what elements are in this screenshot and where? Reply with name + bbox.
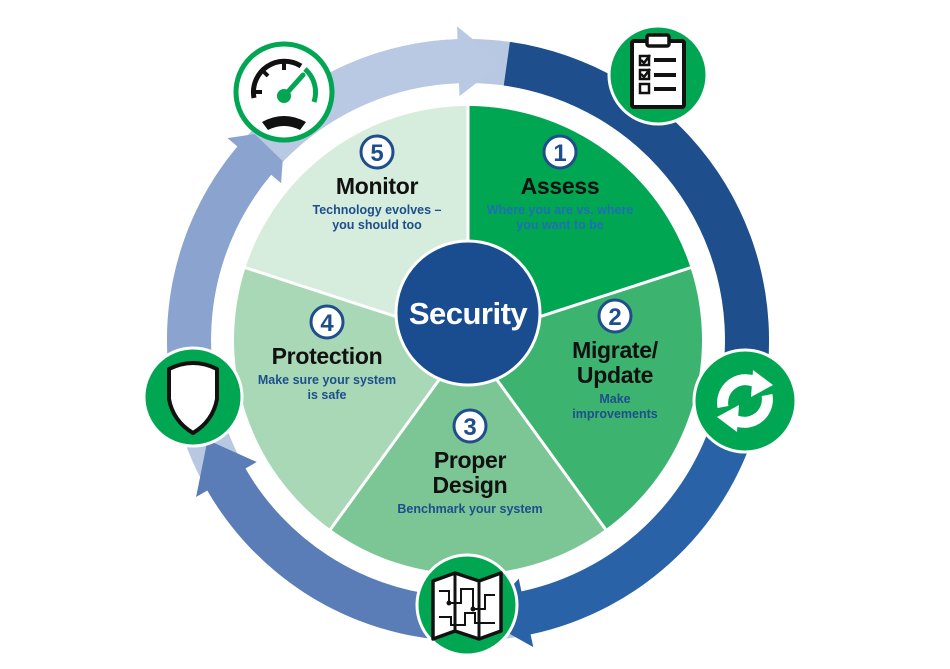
center-label: Security [409,296,529,331]
step-subtitle: you should too [332,218,422,232]
refresh-cycle-icon [717,370,773,432]
step-subtitle: Technology evolves – [313,203,442,217]
folded-map-icon [431,571,503,641]
step-number-badge [452,408,488,444]
step-number-badge [597,298,633,334]
step-title: Monitor [336,173,419,199]
ring-arrow-design [196,439,442,640]
step-subtitle: you want to be [516,218,604,232]
step-title: Protection [272,343,383,369]
step-title: Assess [521,173,600,199]
step-title: Design [433,472,508,498]
step-subtitle: is safe [308,388,347,402]
step-number-badge [309,304,345,340]
step-subtitle: Make [599,392,630,406]
step-number: 5 [370,140,383,167]
step-subtitle: Where you are vs. where [487,203,634,217]
wedge-step-3 [330,340,606,575]
icon-badge-map [415,553,519,657]
shield-icon [167,361,219,435]
step-number: 3 [463,414,476,441]
step-number-badge [359,134,395,170]
step-number: 2 [608,304,621,331]
step-title: Update [577,362,653,388]
ring-arrow-migrate [482,402,761,648]
icon-badge-clipboard [607,24,709,126]
clipboard-checklist-icon [630,33,686,109]
step-title: Proper [434,447,507,473]
step-subtitle: improvements [572,407,657,421]
step-number: 4 [320,310,334,337]
step-number-badge [542,134,578,170]
icon-badge-shield [142,346,244,448]
icon-badge-gauge [233,41,335,143]
step-number: 1 [553,140,566,167]
step-title: Migrate/ [572,337,659,363]
step-subtitle: Benchmark your system [397,502,542,516]
center-circle [394,239,542,387]
speedometer-gauge-icon [250,58,319,130]
icon-badge-refresh [692,348,798,454]
step-subtitle: Make sure your system [258,373,396,387]
